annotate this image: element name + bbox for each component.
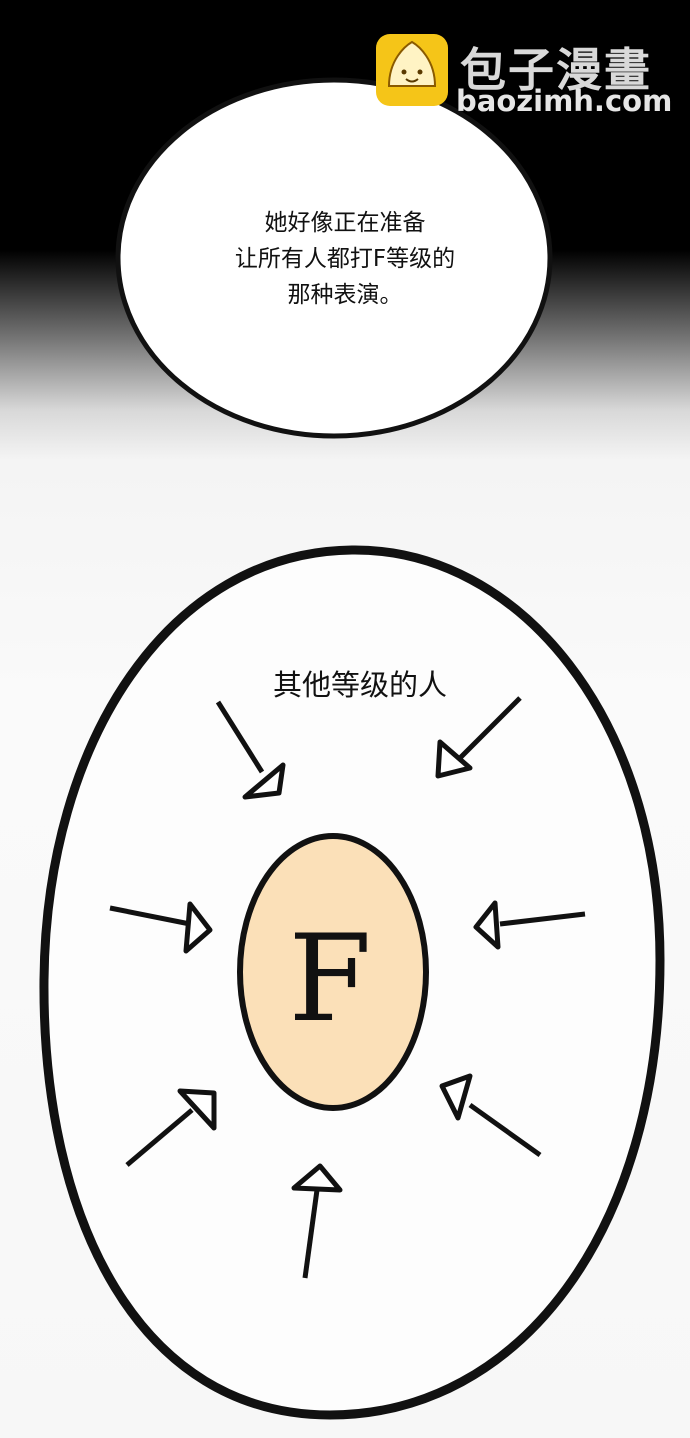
watermark: 包子漫畫 baozimh.com	[376, 34, 676, 118]
watermark-logo-mascot	[376, 34, 448, 106]
speech-bubble	[115, 77, 553, 439]
arrow-bottom	[291, 1163, 343, 1279]
arrow-top-left	[215, 700, 286, 800]
watermark-title: 包子漫畫	[460, 43, 652, 97]
arrow-bottom-left	[125, 1088, 217, 1167]
arrow-right	[473, 900, 586, 950]
speech-bubble-text: 她好像正在准备 让所有人都打F等级的 那种表演。	[190, 205, 500, 313]
f-grade-egg	[237, 833, 429, 1111]
speech-line-3: 那种表演。	[287, 282, 403, 308]
arrow-bottom-right	[439, 1073, 542, 1158]
speech-line-1: 她好像正在准备	[264, 210, 426, 236]
watermark-url: baozimh.com	[456, 84, 673, 118]
arrow-top-right	[435, 696, 522, 779]
other-grades-label: 其他等级的人	[272, 668, 447, 702]
speech-line-2: 让所有人都打F等级的	[234, 246, 456, 272]
arrow-left	[109, 901, 213, 954]
f-grade-label: F	[288, 910, 372, 1049]
